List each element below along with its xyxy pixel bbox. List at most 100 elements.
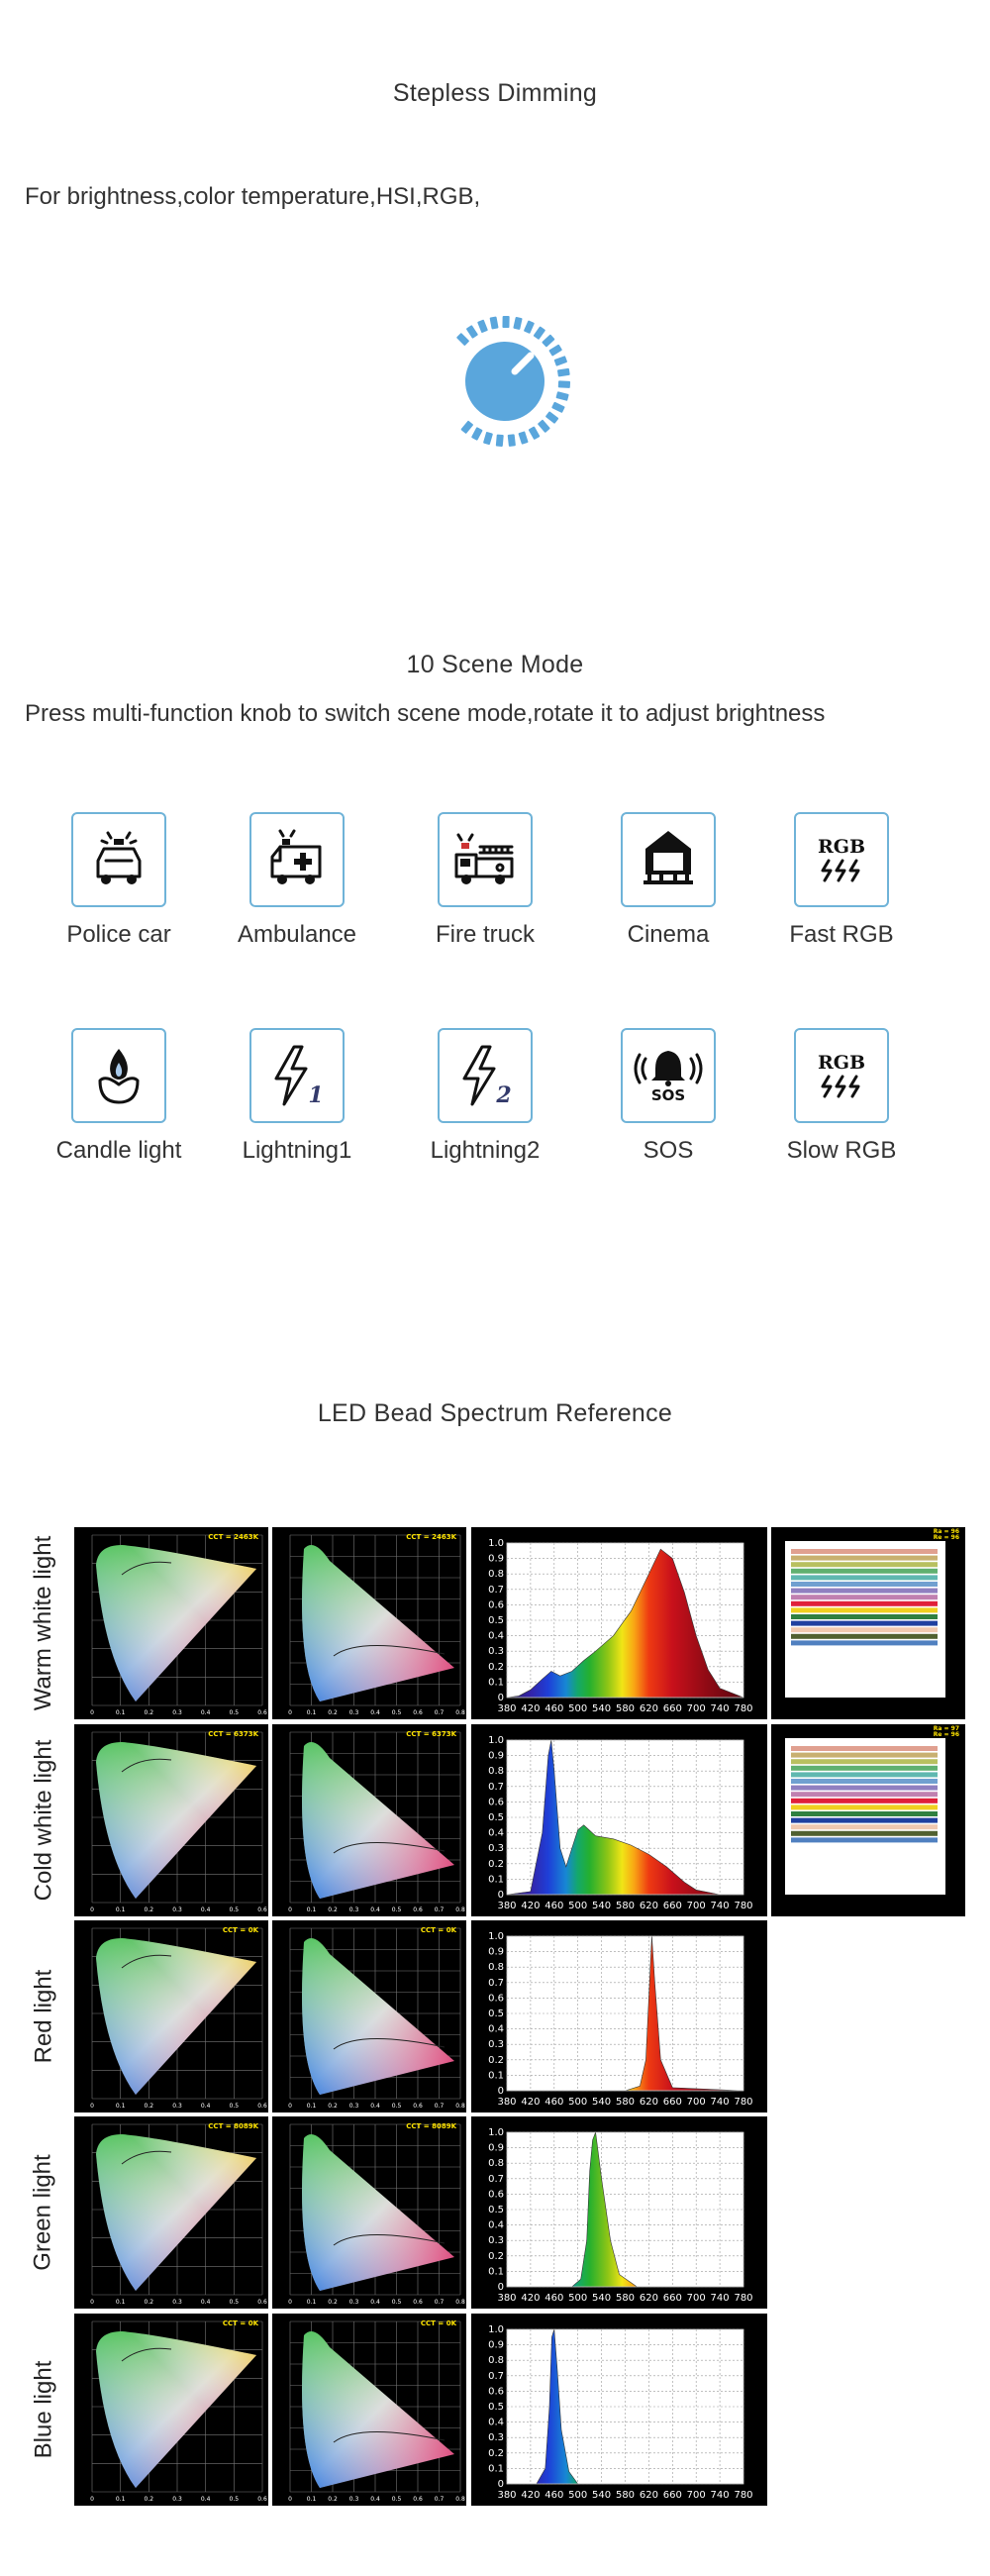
cinema-icon (621, 812, 716, 907)
rgb-fast-icon: RGB (794, 812, 889, 907)
x-tick-label: 580 (616, 2293, 635, 2304)
svg-text:0.5: 0.5 (230, 2103, 240, 2110)
cct-label: CCT = 0K (223, 2319, 259, 2327)
scene-mode-label: SOS (643, 1137, 694, 1164)
x-tick-label: 540 (592, 2097, 611, 2108)
x-tick-label: 660 (663, 1703, 682, 1714)
x-tick-label: 540 (592, 2490, 611, 2501)
y-tick-label: 0.6 (488, 2189, 504, 2200)
y-tick-label: 0.2 (488, 1859, 504, 1870)
y-tick-label: 0 (498, 2086, 504, 2097)
y-tick-label: 0.3 (488, 2432, 504, 2443)
svg-text:0.4: 0.4 (201, 2496, 211, 2503)
y-tick-label: 0.8 (488, 1962, 504, 1973)
spectrum-row-label: Red light (24, 1920, 63, 2112)
y-tick-label: 0.4 (488, 2024, 504, 2035)
svg-text:0.4: 0.4 (201, 1709, 211, 1716)
y-tick-label: 1.0 (488, 1735, 504, 1746)
svg-text:0.1: 0.1 (307, 2299, 317, 2306)
cct-label: CCT = 2463K (208, 1533, 258, 1541)
re-label: Re = 96 (934, 1534, 959, 1541)
dimming-description: For brightness,color temperature,HSI,RGB… (25, 183, 481, 210)
candle-icon (71, 1028, 166, 1123)
x-tick-label: 380 (497, 2490, 516, 2501)
scene-mode-label: Cinema (627, 921, 710, 948)
y-tick-label: 0.3 (488, 1646, 504, 1657)
svg-text:0.4: 0.4 (370, 2103, 380, 2110)
svg-text:SOS: SOS (651, 1086, 685, 1104)
svg-text:0.5: 0.5 (230, 1709, 240, 1716)
y-tick-label: 0.9 (488, 2143, 504, 2154)
y-tick-label: 0.1 (488, 2463, 504, 2474)
svg-text:0.1: 0.1 (116, 2299, 126, 2306)
svg-text:0.4: 0.4 (370, 1906, 380, 1913)
y-tick-label: 0.5 (488, 2205, 504, 2215)
svg-text:0.1: 0.1 (307, 1906, 317, 1913)
svg-text:0.2: 0.2 (328, 2103, 338, 2110)
svg-text:0.8: 0.8 (455, 1906, 465, 1913)
scenes-description: Press multi-function knob to switch scen… (25, 700, 826, 727)
spectrum-row-label: Green light (24, 2116, 63, 2309)
x-tick-label: 620 (640, 2097, 658, 2108)
svg-text:0.6: 0.6 (413, 2299, 423, 2306)
svg-text:0.8: 0.8 (455, 1709, 465, 1716)
y-tick-label: 0.3 (488, 1843, 504, 1854)
rgb-slow-icon: RGB (794, 1028, 889, 1123)
svg-text:0.1: 0.1 (307, 1709, 317, 1716)
y-tick-label: 0.1 (488, 2266, 504, 2277)
svg-text:RGB: RGB (818, 1052, 865, 1074)
x-tick-label: 380 (497, 1703, 516, 1714)
svg-text:0.4: 0.4 (201, 2299, 211, 2306)
y-tick-label: 0.6 (488, 2386, 504, 2397)
svg-text:0.7: 0.7 (435, 2496, 445, 2503)
svg-text:0: 0 (288, 2299, 292, 2306)
y-tick-label: 0 (498, 1890, 504, 1901)
svg-text:0: 0 (288, 2103, 292, 2110)
scene-mode-label: Slow RGB (786, 1137, 897, 1164)
scene-mode-slow-rgb: RGB Slow RGB (747, 1028, 936, 1165)
x-tick-label: 580 (616, 1901, 635, 1911)
y-tick-label: 0 (498, 2282, 504, 2293)
y-tick-label: 0.5 (488, 1615, 504, 1626)
svg-text:0.6: 0.6 (257, 2496, 267, 2503)
y-tick-label: 0.5 (488, 2402, 504, 2413)
spectrum-row-label-text: Cold white light (30, 1739, 56, 1902)
svg-text:0.5: 0.5 (392, 1906, 402, 1913)
svg-text:0.7: 0.7 (435, 1709, 445, 1716)
ambulance-icon (249, 812, 345, 907)
scene-mode-label: Police car (66, 921, 171, 948)
svg-text:0.6: 0.6 (413, 2103, 423, 2110)
fire-truck-icon (438, 812, 533, 907)
dimming-title: Stepless Dimming (392, 79, 598, 107)
svg-text:0.2: 0.2 (145, 2299, 154, 2306)
y-tick-label: 1.0 (488, 2127, 504, 2138)
scene-mode-label: Lightning2 (430, 1137, 541, 1164)
scene-mode-label: Fast RGB (789, 921, 894, 948)
svg-text:0.7: 0.7 (435, 2103, 445, 2110)
svg-text:0: 0 (90, 2299, 94, 2306)
y-tick-label: 0.6 (488, 1993, 504, 2004)
x-tick-label: 420 (521, 2293, 540, 2304)
x-tick-label: 780 (734, 2097, 752, 2108)
y-tick-label: 0.3 (488, 2039, 504, 2050)
svg-text:0.8: 0.8 (455, 2496, 465, 2503)
cct-label: CCT = 6373K (208, 1730, 258, 1738)
svg-text:0.3: 0.3 (172, 2496, 182, 2503)
scene-mode-label: Lightning1 (242, 1137, 352, 1164)
x-tick-label: 380 (497, 2097, 516, 2108)
svg-text:0.4: 0.4 (370, 2496, 380, 2503)
spectrum-row-label-text: Red light (30, 1969, 57, 2064)
y-tick-label: 0.7 (488, 1978, 504, 1989)
x-tick-label: 700 (687, 2293, 706, 2304)
svg-text:0.6: 0.6 (413, 1709, 423, 1716)
x-tick-label: 700 (687, 1901, 706, 1911)
svg-text:0.6: 0.6 (257, 1709, 267, 1716)
svg-text:0.7: 0.7 (435, 2299, 445, 2306)
